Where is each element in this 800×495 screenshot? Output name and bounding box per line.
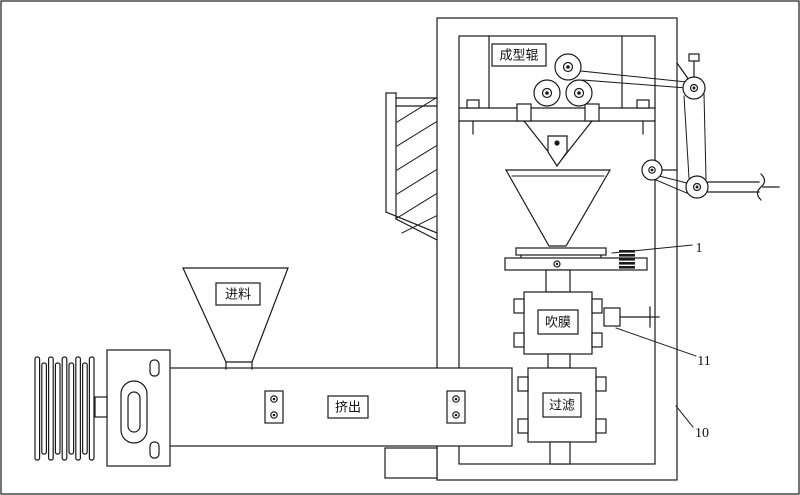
extrude-label: 挤出 (327, 395, 369, 419)
support-brace (385, 92, 438, 241)
callout-11-leader (615, 327, 697, 357)
blow-film-label-text: 吹膜 (545, 315, 571, 330)
extrude-label-text: 挤出 (335, 400, 361, 415)
feed-label-text: 进料 (225, 287, 251, 302)
roller-beam (458, 35, 656, 135)
pulley-system (641, 53, 780, 201)
forming-roller-label-text: 成型辊 (499, 48, 538, 63)
air-valve (603, 306, 660, 328)
callout-11-text: 11 (697, 354, 710, 369)
forming-roller-label: 成型辊 (491, 43, 547, 67)
film-takeoff-lines (580, 70, 687, 89)
drive-shaft (94, 396, 108, 418)
filter-unit: 过滤 (517, 353, 607, 465)
callout-1-text: 1 (696, 241, 703, 256)
filter-label: 过滤 (542, 392, 582, 418)
forming-rollers: 成型辊 (491, 43, 593, 107)
break-symbol (756, 173, 766, 201)
gearbox (106, 349, 171, 467)
frame-base-step (384, 447, 438, 479)
feed-hopper: 进料 (182, 267, 289, 370)
feed-label: 进料 (215, 282, 261, 306)
guide-v-frame (523, 120, 593, 168)
blow-film-unit: 吹膜 (513, 291, 603, 355)
filter-label-text: 过滤 (549, 398, 575, 413)
callouts: 1 11 10 (611, 241, 711, 441)
blow-film-label: 吹膜 (537, 309, 579, 335)
film-funnel (504, 169, 612, 247)
platform-assembly (504, 247, 648, 293)
extruder-barrel: 挤出 (166, 367, 513, 447)
cooling-fins (34, 356, 95, 461)
callout-10-leader (675, 405, 694, 428)
callout-1-leader (611, 244, 693, 254)
callout-10-text: 10 (695, 426, 709, 441)
